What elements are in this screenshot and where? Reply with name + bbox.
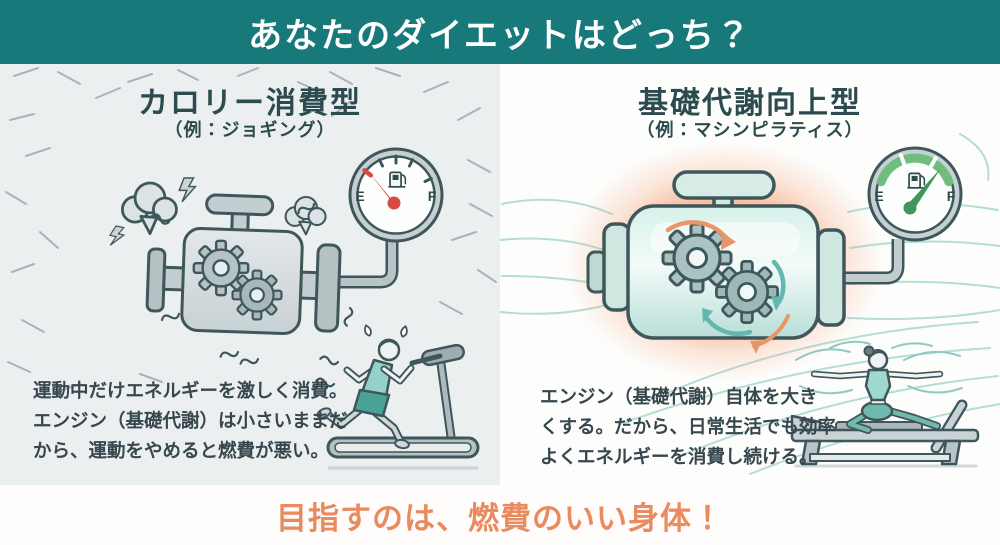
comparison-panels: カロリー消費型 （例：ジョギング） <box>0 64 1000 485</box>
left-panel-calorie-burn: カロリー消費型 （例：ジョギング） <box>0 64 500 485</box>
right-panel-title: 基礎代謝向上型 <box>638 87 862 120</box>
gauge-label-e: E <box>874 188 883 204</box>
pilates-figure <box>810 345 944 434</box>
header-banner: あなたのダイエットはどっち？ <box>0 0 1000 64</box>
smoke-cloud-icon <box>121 181 178 235</box>
boosted-engine-illustration <box>586 170 846 354</box>
full-zone-band <box>876 153 954 187</box>
gauge-label-e: E <box>355 188 364 204</box>
body-line: よくエネルギーを消費し続ける。 <box>540 446 818 467</box>
lightning-icon <box>107 224 126 249</box>
footer-tagline: 目指すのは、燃費のいい身体！ <box>276 500 724 536</box>
footer-banner: 目指すのは、燃費のいい身体！ <box>0 485 1000 545</box>
body-line: エンジン（基礎代謝）は小さいままだ <box>33 410 348 431</box>
main-title: あなたのダイエットはどっち？ <box>248 16 752 55</box>
gauge-needle-icon <box>368 171 397 206</box>
right-panel-metabolism-boost: 基礎代謝向上型 （例：マシンピラティス） <box>500 64 1000 485</box>
sweat-drop-icon <box>399 324 410 339</box>
body-line: エンジン（基礎代謝）自体を大き <box>540 386 818 407</box>
fuel-gauge-full: E F <box>867 146 963 242</box>
left-scene-illustration: E F <box>5 67 497 470</box>
small-engine-illustration <box>107 177 355 368</box>
sweat-drop-icon <box>362 323 374 338</box>
gauge-label-f: F <box>947 188 956 204</box>
lightning-icon <box>178 177 197 203</box>
gear-icon <box>192 239 250 297</box>
engine-gauge-pipe <box>336 240 399 289</box>
runner-treadmill-illustration <box>314 323 480 470</box>
right-panel-subtitle: （例：マシンピラティス） <box>636 120 864 140</box>
gauge-label-f: F <box>428 188 437 204</box>
body-line: から、運動をやめると燃費が悪い。 <box>33 440 330 461</box>
engine-gauge-pipe <box>844 239 905 285</box>
gear-icon <box>231 269 283 321</box>
left-panel-subtitle: （例：ジョギング） <box>164 120 336 140</box>
needle-pivot <box>903 201 917 215</box>
gauge-needle-icon <box>907 168 941 211</box>
gear-icon <box>715 260 779 324</box>
needle-pivot <box>387 196 401 210</box>
body-line: くする。だから、日常生活でも効率 <box>540 416 837 437</box>
left-panel-title: カロリー消費型 <box>138 87 362 120</box>
empty-zone-tick <box>362 168 374 178</box>
body-line: 運動中だけエネルギーを激しく消費。 <box>33 380 348 401</box>
energy-swirls <box>795 340 963 395</box>
left-body-text: 運動中だけエネルギーを激しく消費。 エンジン（基礎代謝）は小さいままだ から、運… <box>33 376 348 466</box>
pilates-reformer-illustration <box>790 340 980 468</box>
gauge-ticks <box>378 154 433 183</box>
scratch-marks <box>5 67 497 393</box>
gauge-ticks <box>898 152 939 170</box>
right-scene-illustration: E F <box>500 133 1000 475</box>
rotation-arrows-icon <box>665 220 790 354</box>
smoke-cloud-icon <box>284 195 327 236</box>
fuel-gauge-empty: E F <box>348 147 444 243</box>
runner-figure <box>314 323 415 450</box>
right-body-text: エンジン（基礎代謝）自体を大き くする。だから、日常生活でも効率 よくエネルギー… <box>540 382 836 472</box>
